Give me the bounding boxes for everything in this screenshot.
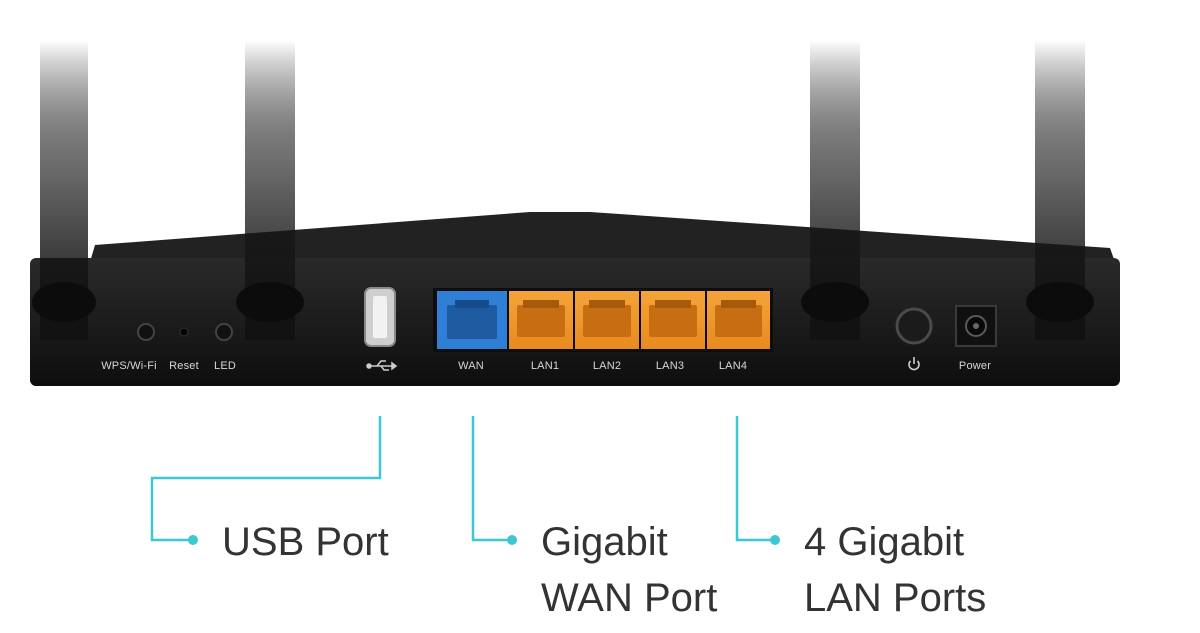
lan2-label: LAN2 <box>592 360 622 372</box>
lan4-label: LAN4 <box>718 360 748 372</box>
lan-callout-line1: 4 Gigabit <box>804 520 965 564</box>
antenna-hinge-1 <box>32 282 96 322</box>
power-label: Power <box>958 360 992 372</box>
lan-callout-line2: LAN Ports <box>804 576 987 620</box>
usb-callout: USB Port <box>222 514 389 570</box>
lan3-label: LAN3 <box>655 360 685 372</box>
callout-dots <box>188 535 780 545</box>
wan-callout: Gigabit WAN Port <box>541 514 717 626</box>
reset-label: Reset <box>169 360 199 372</box>
lan-callout-dot <box>770 535 780 545</box>
lan1-label: LAN1 <box>530 360 560 372</box>
usb-callout-text: USB Port <box>222 520 389 564</box>
antenna-hinge-3 <box>801 282 869 322</box>
wan-callout-line <box>471 416 510 542</box>
lan-callout: 4 Gigabit LAN Ports <box>804 514 986 626</box>
usb-callout-line <box>150 416 382 542</box>
lan-port-pins <box>523 300 756 308</box>
wan-port-jack <box>447 305 497 339</box>
power-jack[interactable] <box>955 305 997 347</box>
usb-port-tongue <box>373 296 387 338</box>
antenna-hinge-2 <box>236 282 304 322</box>
wps-label: WPS/Wi-Fi <box>101 360 157 372</box>
wan-callout-line1: Gigabit <box>541 520 668 564</box>
usb-icon <box>366 360 398 371</box>
wan-port-pins <box>455 300 489 308</box>
led-button[interactable] <box>215 323 233 341</box>
power-button[interactable] <box>895 307 933 345</box>
callout-lines <box>150 416 773 542</box>
reset-button[interactable] <box>179 327 189 337</box>
wan-label: WAN <box>458 360 484 372</box>
usb-callout-dot <box>188 535 198 545</box>
lan-callout-line <box>735 416 773 542</box>
wan-callout-line2: WAN Port <box>541 576 718 620</box>
lan-port-jacks <box>517 305 762 337</box>
power-icon <box>908 357 920 371</box>
wps-button[interactable] <box>137 323 155 341</box>
power-jack-pin <box>973 323 979 329</box>
antenna-hinge-4 <box>1026 282 1094 322</box>
wan-callout-dot <box>507 535 517 545</box>
router-top-panel <box>90 212 1115 262</box>
led-label: LED <box>214 360 236 372</box>
